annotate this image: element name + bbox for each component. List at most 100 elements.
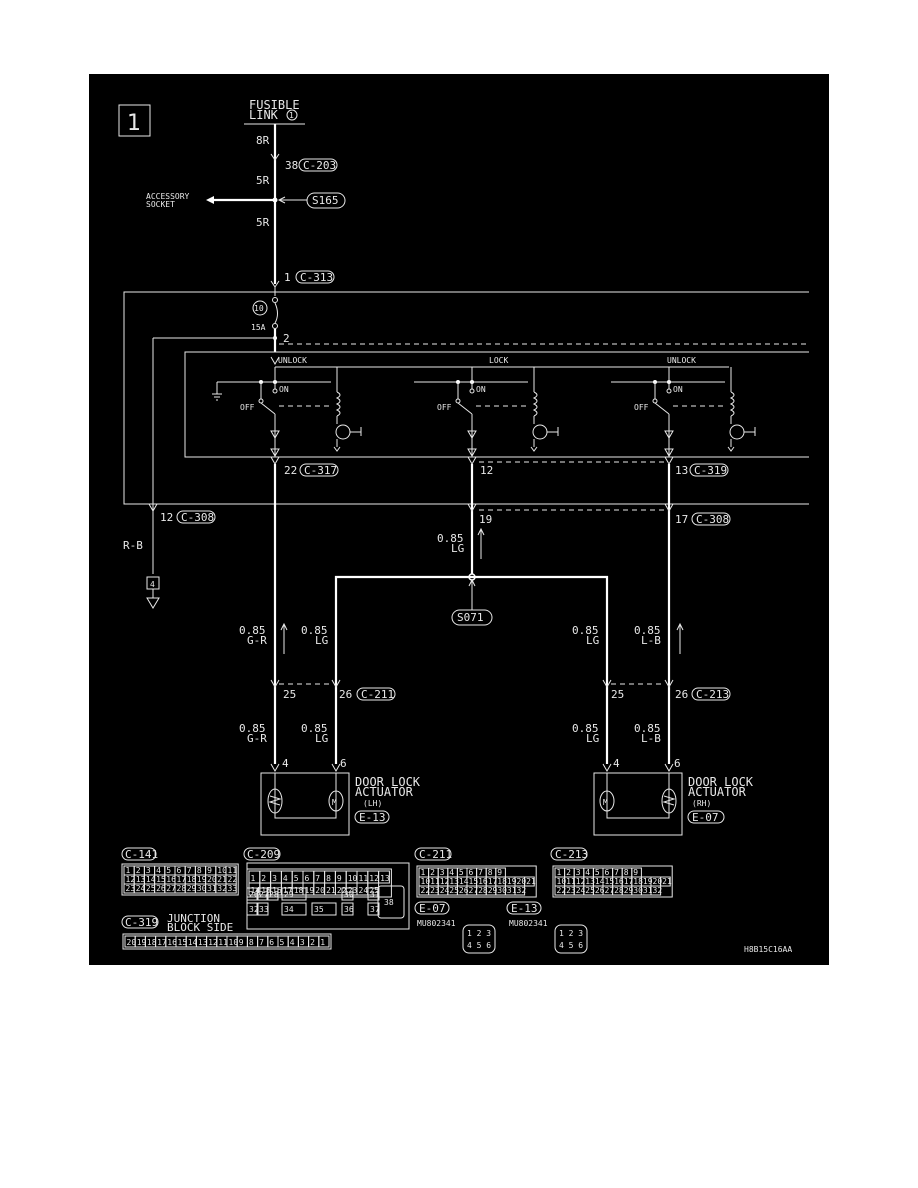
pin-cell: 4 xyxy=(156,866,161,875)
pin-cell: 6 xyxy=(605,868,610,877)
pin-cell: 28 xyxy=(614,886,624,895)
conn-c308-right-id: C-308 xyxy=(696,513,729,526)
pin-cell: 3 xyxy=(440,868,445,877)
pin-cell: 19 xyxy=(305,886,315,895)
pin-cell: 33 xyxy=(259,905,269,914)
wiring-svg: 1 FUSIBLE LINK 1 8R 38 C-203 5R ACCESSOR… xyxy=(118,98,809,954)
pin-19: 19 xyxy=(479,513,492,526)
pin-cell: 9 xyxy=(239,938,244,947)
pin-cell: 30 xyxy=(497,886,507,895)
pin-cell: 3 xyxy=(300,938,305,947)
page-number: 1 xyxy=(127,111,141,136)
pin-cell: 18 xyxy=(187,875,197,884)
pin-cell: 37 xyxy=(370,905,380,914)
conn-c313-pin: 1 xyxy=(284,271,291,284)
wiring-diagram: 1 FUSIBLE LINK 1 8R 38 C-203 5R ACCESSOR… xyxy=(89,74,829,965)
accessory-label-1: ACCESSORY xyxy=(146,192,190,201)
actuator-rh-line1: DOOR LOCK xyxy=(688,775,754,789)
fuse-rating: 15A xyxy=(251,323,266,332)
relay-off-label: OFF xyxy=(240,403,255,412)
conn-c211-oval xyxy=(356,687,396,701)
conn-c203-oval xyxy=(298,158,338,172)
connector-face-tables: C-141 C-209 C-211 C-213 C-319 JUNCTION B… xyxy=(121,847,673,954)
c319-table-id: C-319 xyxy=(125,916,158,929)
lower-wire-4-size: 0.85 xyxy=(634,722,661,735)
lower-wire-1-color: G-R xyxy=(247,732,267,745)
pin-cell: 14 xyxy=(459,877,469,886)
pin-cell: 19 xyxy=(643,877,653,886)
pin-cell: 26 xyxy=(459,886,469,895)
pin-cell: 16 xyxy=(166,875,176,884)
conn-c211-id: C-211 xyxy=(361,688,394,701)
pin-cell: 29 xyxy=(187,884,197,893)
pin-cell: 19 xyxy=(507,877,517,886)
upper-wire-4-size: 0.85 xyxy=(634,624,661,637)
pin-cell: 20 xyxy=(315,886,325,895)
pin-cell: 8 xyxy=(488,868,493,877)
pin-cell: 6 xyxy=(177,866,182,875)
relay-on-label: ON xyxy=(476,385,486,394)
pin-cell: 16 xyxy=(478,877,488,886)
pin-cell: 9 xyxy=(633,868,638,877)
pin-cell: 14 xyxy=(251,886,261,895)
fuse-num-circle xyxy=(252,300,268,316)
pin-cell: 10 xyxy=(421,877,431,886)
pin-cell: 31 xyxy=(643,886,653,895)
conn-c213-pin-b: 26 xyxy=(675,688,688,701)
pin-cell: 21 xyxy=(662,877,672,886)
e07-plug xyxy=(462,924,496,954)
pin-cell: 21 xyxy=(217,875,227,884)
pin-cell: 24 xyxy=(576,886,586,895)
pin-cell: 13 xyxy=(449,877,459,886)
conn-c313-oval xyxy=(295,270,335,284)
pin-cell: 11 xyxy=(566,877,576,886)
pin-cell: 11 xyxy=(430,877,440,886)
wire-lg-split xyxy=(334,575,609,764)
pin-cell: 15 xyxy=(605,877,615,886)
pin-cell: 14 xyxy=(146,875,156,884)
relay-coil-icon xyxy=(335,391,341,417)
conn-c313-id: C-313 xyxy=(300,271,333,284)
pin-cell: 13 xyxy=(380,874,390,883)
conn-c308-right-pin: 17 xyxy=(675,513,688,526)
diagram-code: H8B15C16AA xyxy=(744,945,792,954)
accessory-arrow xyxy=(206,196,214,204)
fusible-link-label-2: LINK xyxy=(249,108,279,122)
pin-cell: 7 xyxy=(614,868,619,877)
pin-cell: 22 xyxy=(557,886,567,895)
pin-cell: 1 xyxy=(421,868,426,877)
pin-cell: 15 xyxy=(261,886,271,895)
pin-cell: 1 xyxy=(557,868,562,877)
conn-c213-oval xyxy=(691,687,731,701)
actuator-rh-motor xyxy=(599,790,615,812)
upper-wire-4-color: L-B xyxy=(641,634,661,647)
transistor-icon xyxy=(729,424,745,440)
pin-cell: 21 xyxy=(526,877,536,886)
pin-cell: 4 xyxy=(449,868,454,877)
relay-coil-icon xyxy=(532,391,538,417)
splice-s071: S071 xyxy=(457,611,484,624)
page-number-box xyxy=(118,104,151,137)
wire-5r-label-b: 5R xyxy=(256,216,270,229)
wire-5r-label-a: 5R xyxy=(256,174,270,187)
pin-cell: 17 xyxy=(177,875,187,884)
pin-cell: 17 xyxy=(488,877,498,886)
pin-cell: 10 xyxy=(229,938,239,947)
pin-cell: 13 xyxy=(136,875,146,884)
conn-c308-left-id: C-308 xyxy=(181,511,214,524)
conn-c317-pin: 22 xyxy=(284,464,297,477)
switch-unlock-right-label: UNLOCK xyxy=(667,356,696,365)
pin-cell: 7 xyxy=(478,868,483,877)
actuator-rh-id: E-07 xyxy=(692,811,719,824)
actuator-lh-side: (LH) xyxy=(363,799,382,808)
pin-cell: 12 xyxy=(576,877,586,886)
pin-cell: 34 xyxy=(284,905,294,914)
pin-cell: 31 xyxy=(507,886,517,895)
pin-cell: 14 xyxy=(595,877,605,886)
conn-c308-right-oval xyxy=(691,512,731,526)
conn-c308-left-oval xyxy=(176,510,216,524)
lower-wire-1-size: 0.85 xyxy=(239,722,266,735)
conn-c317-id: C-317 xyxy=(304,464,337,477)
